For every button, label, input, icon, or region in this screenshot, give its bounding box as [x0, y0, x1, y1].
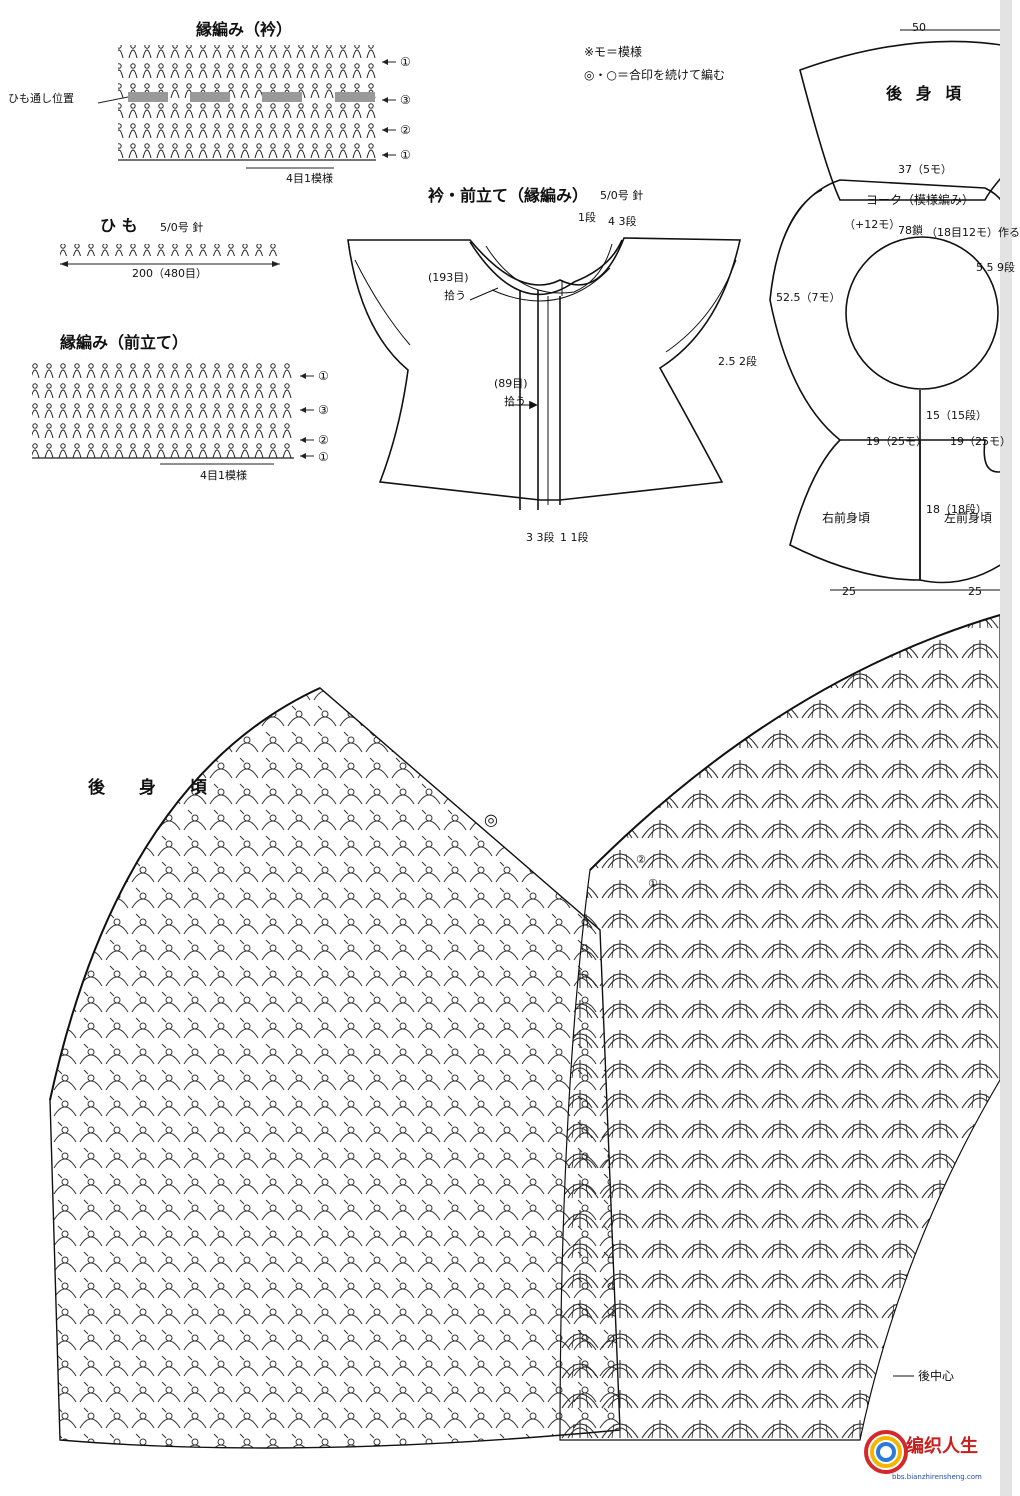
yoke-start: （18目12モ）作る — [926, 226, 1020, 239]
edge-front-row-2: ② — [318, 433, 329, 447]
yoke-chain: 78鎖 — [898, 224, 923, 237]
edge-front-row-1-top: ① — [318, 369, 329, 383]
edge-front-repeat: 4目1模様 — [200, 469, 247, 482]
front-pickup: 拾う — [504, 395, 526, 408]
yoke-lace-chart — [559, 614, 1001, 1441]
back-chart-row-2: ② — [636, 853, 646, 866]
front-length: 18（18段） — [926, 503, 987, 516]
edge-collar-chart — [97, 45, 396, 169]
hem-right-width: 25 — [842, 585, 856, 598]
center-back-label: 後中心 — [918, 1369, 955, 1383]
yoke-outer: 52.5（7モ） — [776, 291, 841, 304]
yoke-label: ヨーク（模様編み） — [866, 193, 975, 207]
legend-note-marks: ◎・○＝合印を続けて編む — [584, 68, 725, 82]
cord-title: ひ も — [100, 216, 138, 235]
page-edge-shadow — [1000, 0, 1012, 1496]
edge-front-chart — [32, 358, 314, 465]
yoke-rows: 2.5 2段 — [718, 355, 757, 368]
join-marker: ◎ — [484, 810, 498, 829]
yoke-left-width: 19（25モ） — [866, 435, 927, 448]
edge-collar-row-1-top: ① — [400, 55, 411, 69]
cord-chart — [60, 244, 280, 267]
cord-needle: 5/0号 針 — [160, 221, 204, 234]
left-front-label: 左前身頃 — [944, 511, 993, 525]
edge-front-row-3: ③ — [318, 403, 329, 417]
collar-front-needle: 5/0号 針 — [600, 189, 644, 202]
edge-collar-title: 縁編み（衿） — [196, 20, 293, 39]
edge-collar-row-2: ② — [400, 123, 411, 137]
yoke-center-length: 15（15段） — [926, 409, 987, 422]
collar-front-diagram — [347, 237, 741, 510]
back-chart-row-1: ① — [648, 877, 658, 890]
yoke-right-width: 19（25モ） — [950, 435, 1011, 448]
yoke-top-width: 37（5モ） — [898, 163, 952, 176]
neck-pickup: 拾う — [444, 289, 466, 302]
cord-length: 200（480目） — [132, 267, 207, 280]
yoke-increase: （+12モ） — [844, 218, 901, 231]
edge-collar-row-1-bottom: ① — [400, 148, 411, 162]
edge-front-title: 縁編み（前立て） — [60, 333, 189, 352]
watermark-site: 编织人生 — [906, 1436, 978, 1457]
watermark-url: bbs.bianzhirensheng.com — [892, 1473, 982, 1481]
back-width: 50 — [912, 21, 926, 34]
cord-position-label: ひも通し位置 — [8, 92, 74, 105]
hem-left-width: 25 — [968, 585, 982, 598]
yoke-side-right: 5.5 9段 — [976, 261, 1015, 274]
right-front-label: 右前身頃 — [822, 511, 871, 525]
edge-collar-row-3: ③ — [400, 93, 411, 107]
collar-row-3-top: 4 3段 — [608, 215, 637, 228]
collar-row-3-bottom: 3 3段 — [526, 531, 555, 544]
back-chart-title: 後 身 頃 — [88, 778, 221, 798]
collar-row-1-bottom: 1 1段 — [560, 531, 589, 544]
collar-front-title: 衿・前立て（縁編み） — [428, 186, 589, 205]
edge-collar-repeat: 4目1模様 — [286, 172, 333, 185]
collar-row-1-top: 1段 — [578, 211, 596, 224]
watermark-logo — [864, 1430, 908, 1474]
edge-front-row-1-bottom: ① — [318, 450, 329, 464]
legend-note-pattern: ※モ＝模様 — [584, 45, 643, 59]
neck-pickup-count: (193目) — [428, 271, 469, 284]
front-pickup-count: (89目) — [494, 377, 528, 390]
back-body-label: 後 身 頃 — [886, 84, 966, 103]
back-body-lace-chart — [49, 687, 621, 1449]
